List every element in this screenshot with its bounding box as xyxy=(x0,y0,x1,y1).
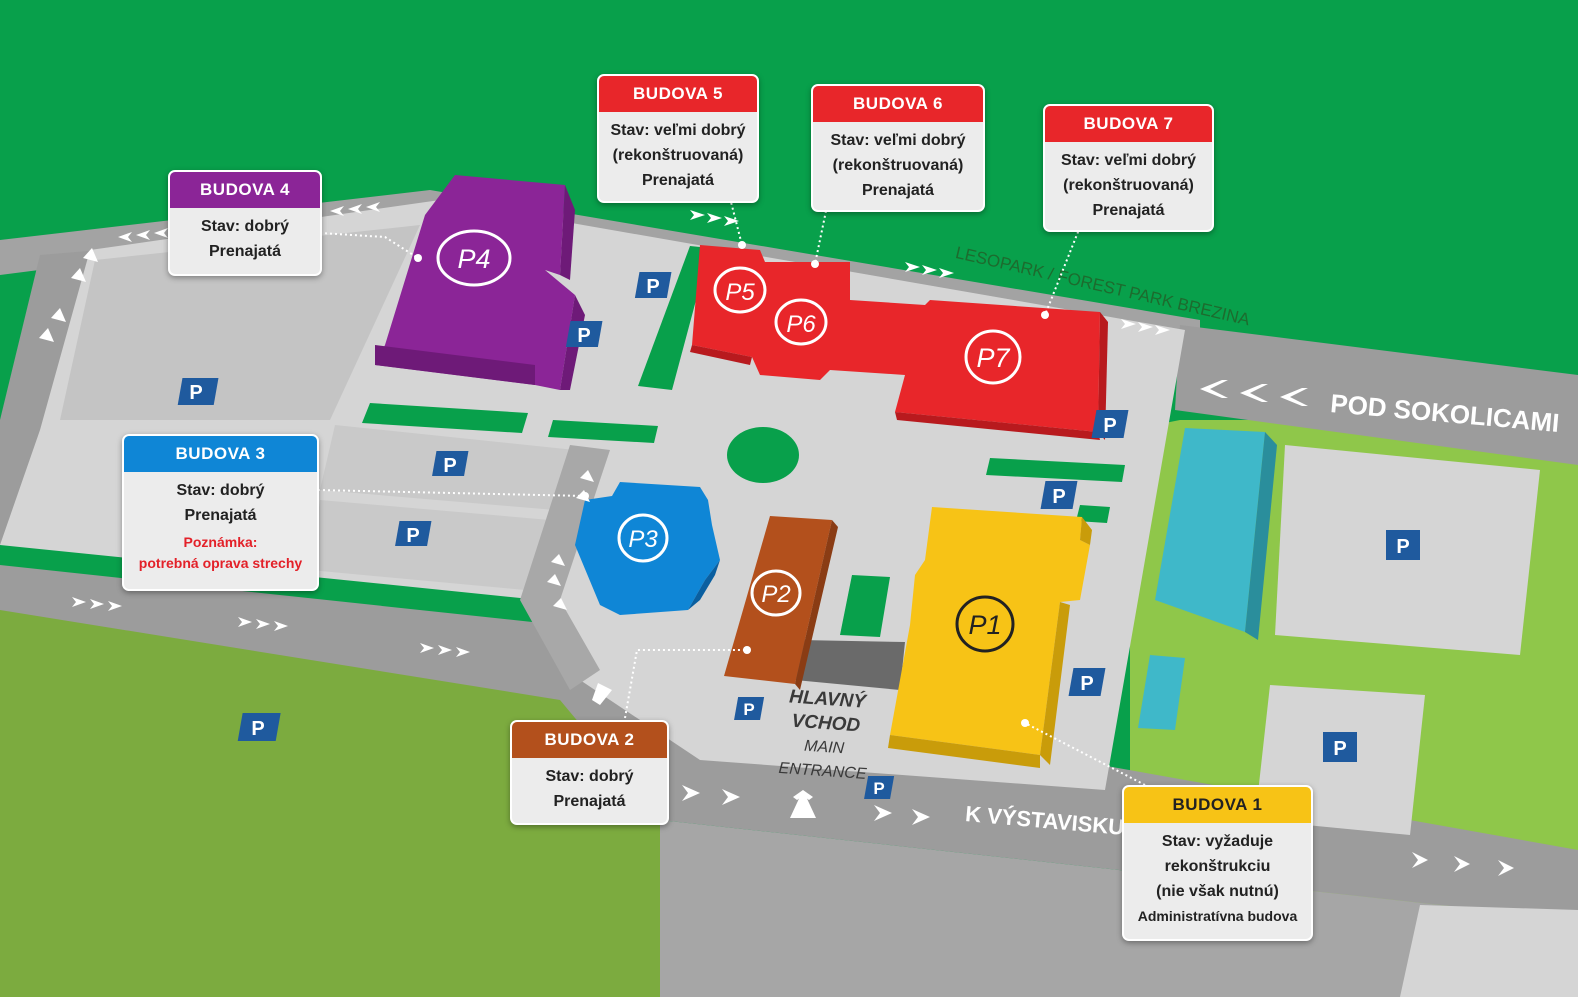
info-card-budova-1[interactable]: BUDOVA 1 Stav: vyžaduje rekonštrukciu (n… xyxy=(1122,785,1313,941)
card-line: Stav: veľmi dobrý xyxy=(610,122,746,139)
label-p1: P1 xyxy=(968,610,1001,640)
label-p7: P7 xyxy=(976,343,1010,373)
building-labels: P4 P5 P6 P7 P3 P2 P1 xyxy=(457,244,1010,640)
parking-sign: P xyxy=(189,382,202,404)
card-title: BUDOVA 4 xyxy=(170,172,320,208)
green-strips xyxy=(362,246,1125,637)
neighbour-building xyxy=(1138,428,1277,730)
card-line: Stav: dobrý xyxy=(200,218,289,235)
parking-lot-left xyxy=(60,225,420,420)
traffic-arrows xyxy=(39,202,1514,876)
card-body: Stav: vyžaduje rekonštrukciu (nie však n… xyxy=(1124,823,1311,937)
card-line: Prenajatá xyxy=(208,243,282,260)
card-line: (nie však nutnú) xyxy=(1156,883,1279,900)
card-line: Stav: veľmi dobrý xyxy=(830,132,966,149)
parking-sign: P xyxy=(251,718,264,740)
card-body: Stav: veľmi dobrý (rekonštruovaná) Prena… xyxy=(1045,142,1212,230)
parking-sign: P xyxy=(1333,738,1346,760)
info-card-budova-2[interactable]: BUDOVA 2 Stav: dobrý Prenajatá xyxy=(510,720,669,825)
label-p6: P6 xyxy=(786,311,816,338)
entrance-gate xyxy=(795,640,905,690)
card-line: Prenajatá xyxy=(1092,202,1165,219)
label-p3: P3 xyxy=(628,526,658,553)
label-p5: P5 xyxy=(725,279,755,306)
card-line: Stav: veľmi dobrý xyxy=(1060,152,1197,169)
info-card-budova-4[interactable]: BUDOVA 4 Stav: dobrý Prenajatá xyxy=(168,170,322,276)
road-bottom xyxy=(660,820,1578,997)
parking-lot-bottom-right xyxy=(1400,905,1578,997)
parking-sign: P xyxy=(743,700,754,719)
building-budova-2[interactable] xyxy=(724,516,838,690)
parking-sign: P xyxy=(443,455,456,477)
card-line: Administratívna budova xyxy=(1137,908,1298,924)
card-line: Prenajatá xyxy=(184,507,257,524)
main-entrance-label: HLAVNÝ VCHOD MAIN ENTRANCE xyxy=(762,684,888,788)
card-body: Stav: dobrý Prenajatá xyxy=(512,758,667,822)
card-line: Stav: dobrý xyxy=(545,768,634,785)
info-card-budova-3[interactable]: BUDOVA 3 Stav: dobrý Prenajatá Poznámka:… xyxy=(122,434,319,591)
card-line: (rekonštruovaná) xyxy=(1063,177,1194,194)
card-title: BUDOVA 5 xyxy=(599,76,757,112)
card-line: (rekonštruovaná) xyxy=(832,157,964,174)
info-card-budova-6[interactable]: BUDOVA 6 Stav: veľmi dobrý (rekonštruova… xyxy=(811,84,985,212)
card-note: Poznámka: potrebná oprava strechy xyxy=(128,532,313,574)
parking-sign: P xyxy=(646,276,659,298)
label-p2: P2 xyxy=(761,581,790,608)
card-body: Stav: dobrý Prenajatá xyxy=(170,208,320,272)
card-title: BUDOVA 7 xyxy=(1045,106,1212,142)
card-title: BUDOVA 3 xyxy=(124,436,317,472)
card-title: BUDOVA 1 xyxy=(1124,787,1311,823)
info-card-budova-7[interactable]: BUDOVA 7 Stav: veľmi dobrý (rekonštruova… xyxy=(1043,104,1214,232)
parking-sign: P xyxy=(406,525,419,547)
parking-sign: P xyxy=(873,779,884,798)
card-title: BUDOVA 2 xyxy=(512,722,667,758)
card-line: Prenajatá xyxy=(641,172,715,189)
building-budova-3[interactable] xyxy=(575,482,720,615)
card-line: rekonštrukciu xyxy=(1164,858,1271,875)
card-line: Stav: vyžaduje xyxy=(1161,833,1274,850)
card-line: Stav: dobrý xyxy=(176,482,265,499)
building-budova-5-6-7[interactable] xyxy=(690,245,1108,440)
card-line: Prenajatá xyxy=(553,793,626,810)
parking-sign: P xyxy=(1052,486,1065,508)
note-line: potrebná oprava strechy xyxy=(138,555,303,571)
card-title: BUDOVA 6 xyxy=(813,86,983,122)
card-body: Stav: dobrý Prenajatá Poznámka: potrebná… xyxy=(124,472,317,582)
info-card-budova-5[interactable]: BUDOVA 5 Stav: veľmi dobrý (rekonštruova… xyxy=(597,74,759,203)
parking-lot-mid2 xyxy=(310,500,550,590)
note-line: Poznámka: xyxy=(183,534,258,550)
road-pod-sokolicami xyxy=(1175,325,1578,465)
grass-area-left xyxy=(0,600,660,997)
label-p4: P4 xyxy=(457,244,490,274)
parking-sign: P xyxy=(1103,415,1116,437)
card-body: Stav: veľmi dobrý (rekonštruovaná) Prena… xyxy=(813,122,983,210)
parking-signs: P P P P P P P P P P P P P xyxy=(177,272,1420,799)
building-budova-4[interactable] xyxy=(375,175,585,390)
card-line: (rekonštruovaná) xyxy=(612,147,744,164)
parking-sign: P xyxy=(577,325,590,347)
parking-sign: P xyxy=(1396,536,1409,558)
parking-sign: P xyxy=(1080,673,1093,695)
card-body: Stav: veľmi dobrý (rekonštruovaná) Prena… xyxy=(599,112,757,201)
card-line: Prenajatá xyxy=(861,182,935,199)
